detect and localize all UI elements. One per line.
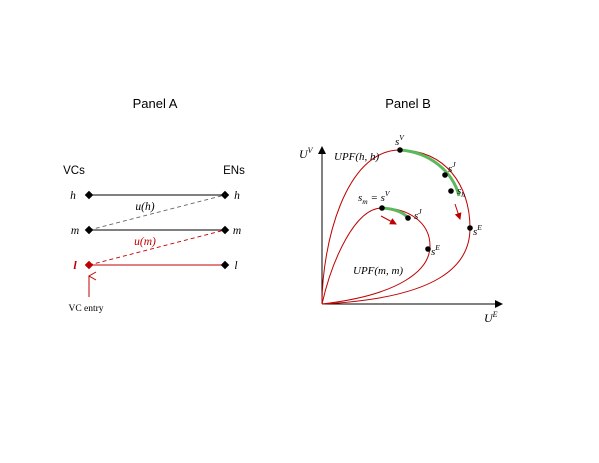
label-sv-outer: sV [395,133,405,148]
level-h-left: h [70,190,76,202]
outer-green-segment [399,148,461,197]
point-sm [379,205,385,211]
level-m-right: m [233,225,241,237]
outer-direction-arrow [454,203,462,220]
upf-mm-curve [321,207,431,305]
m-left-node [84,225,94,235]
label-se-inner: sE [431,243,440,258]
label-sm-equals-sv: sm = sV [358,189,391,206]
x-axis-label: UE [484,310,498,325]
ens-header: ENs [223,165,245,177]
upf-hh-curve [321,149,471,305]
u-h-label: u(h) [135,201,154,213]
level-m-left: m [71,225,79,237]
level-l-left: l [73,258,77,272]
l-right-node [220,260,230,270]
inner-direction-arrow [380,215,397,225]
point-sj-inner [405,215,411,221]
point-sv-outer [397,147,403,153]
label-sh: sh [457,185,465,199]
point-se-outer [467,225,473,231]
upf-hh-label: UPF(h, h) [334,151,380,163]
vcs-header: VCs [63,165,85,177]
level-h-right: h [234,190,240,202]
panel-b-title: Panel B [385,96,431,111]
u-m-dashed-line [88,229,226,266]
l-left-node [84,260,94,270]
u-h-dashed-line [88,194,226,231]
point-sh [448,188,454,194]
inner-green-segment [381,206,410,219]
panel-a-title: Panel A [133,96,178,111]
point-sj-outer [442,172,448,178]
u-m-label: u(m) [134,236,156,248]
vc-entry-label: VC entry [68,304,103,314]
h-left-node [84,190,94,200]
y-axis-label: UV [299,146,314,161]
label-sj-inner: sJ [414,207,422,222]
label-sj-outer: sJ [448,160,456,175]
label-se-outer: sE [473,223,482,238]
level-l-right: l [234,260,237,272]
point-se-inner [425,246,431,252]
upf-mm-label: UPF(m, m) [353,265,403,277]
